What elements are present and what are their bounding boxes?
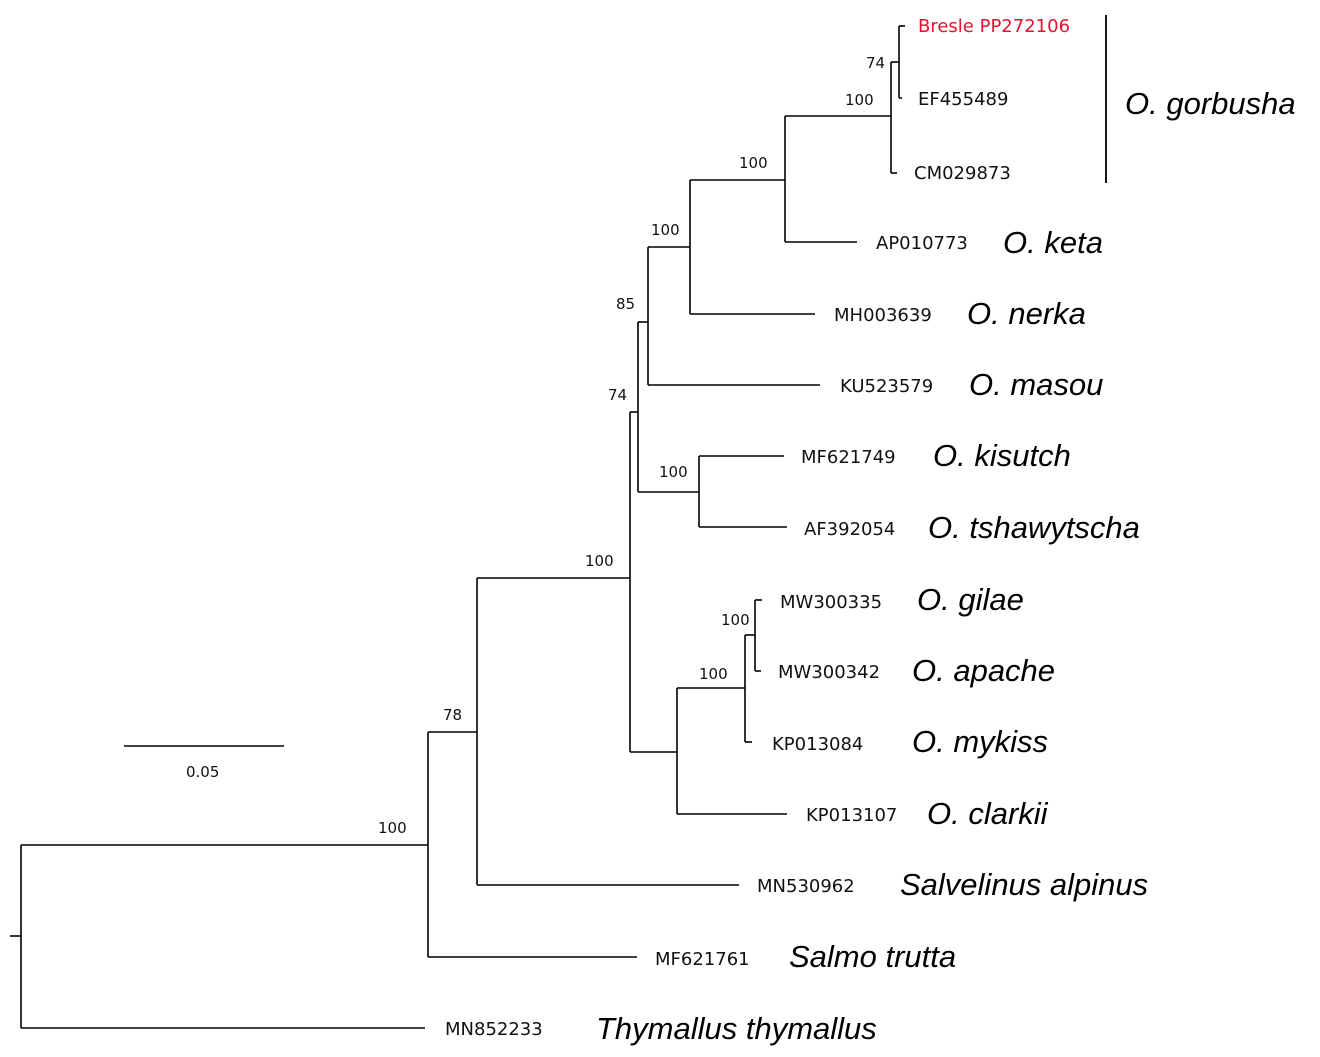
species-label-clarkii: O. clarkii <box>927 796 1049 831</box>
support-value-100-oncorhynchus: 100 <box>585 552 614 570</box>
support-value-100-gilae: 100 <box>721 611 750 629</box>
support-value-100-nerka: 100 <box>651 221 680 239</box>
support-values: 74 100 100 100 85 74 100 100 100 100 78 … <box>378 54 885 837</box>
leaf-label-mf621749: MF621749 <box>801 447 896 468</box>
leaf-label-af392054: AF392054 <box>804 519 895 540</box>
leaf-label-mn852233: MN852233 <box>445 1019 543 1040</box>
species-label-thymallus: Thymallus thymallus <box>596 1011 877 1046</box>
support-value-74: 74 <box>608 386 627 404</box>
leaf-label-mn530962: MN530962 <box>757 876 855 897</box>
species-label-gilae: O. gilae <box>917 582 1024 617</box>
species-label-apache: O. apache <box>912 653 1055 688</box>
leaf-label-mw300335: MW300335 <box>780 592 882 613</box>
support-value-85: 85 <box>616 295 635 313</box>
clade-gorbusha: O. gorbusha <box>1105 15 1296 183</box>
tree-branches <box>10 25 905 1029</box>
leaf-label-ap010773: AP010773 <box>876 233 968 254</box>
leaf-label-ku523579: KU523579 <box>840 376 933 397</box>
species-label-nerka: O. nerka <box>967 296 1086 331</box>
species-label-masou: O. masou <box>969 367 1103 402</box>
scale-bar: 0.05 <box>124 745 284 781</box>
leaf-label-mh003639: MH003639 <box>834 305 932 326</box>
leaf-label-kp013107: KP013107 <box>806 805 897 826</box>
support-value-100-gorbusha: 100 <box>845 91 874 109</box>
leaf-label-ef455489: EF455489 <box>918 89 1008 110</box>
scale-bar-label: 0.05 <box>186 763 219 781</box>
leaf-label-cm029873: CM029873 <box>914 163 1011 184</box>
support-value-78: 78 <box>443 706 462 724</box>
leaf-label-bresle: Bresle PP272106 <box>918 16 1070 37</box>
species-label-tshawytscha: O. tshawytscha <box>928 510 1140 545</box>
species-labels: O. keta O. nerka O. masou O. kisutch O. … <box>596 225 1148 1046</box>
species-label-keta: O. keta <box>1003 225 1103 260</box>
clade-label-gorbusha: O. gorbusha <box>1125 86 1296 121</box>
support-value-100-kisutch: 100 <box>659 463 688 481</box>
leaf-label-kp013084: KP013084 <box>772 734 863 755</box>
species-label-salmo: Salmo trutta <box>789 939 956 974</box>
support-value-74-gorbusha: 74 <box>866 54 885 72</box>
leaf-label-mw300342: MW300342 <box>778 662 880 683</box>
species-label-salvelinus: Salvelinus alpinus <box>900 867 1148 902</box>
support-value-100-mykiss: 100 <box>699 665 728 683</box>
leaf-label-mf621761: MF621761 <box>655 949 750 970</box>
species-label-mykiss: O. mykiss <box>912 724 1048 759</box>
support-value-100-keta: 100 <box>739 154 768 172</box>
accession-labels: Bresle PP272106 EF455489 CM029873 AP0107… <box>445 16 1070 1040</box>
support-value-100-root: 100 <box>378 819 407 837</box>
species-label-kisutch: O. kisutch <box>933 438 1071 473</box>
